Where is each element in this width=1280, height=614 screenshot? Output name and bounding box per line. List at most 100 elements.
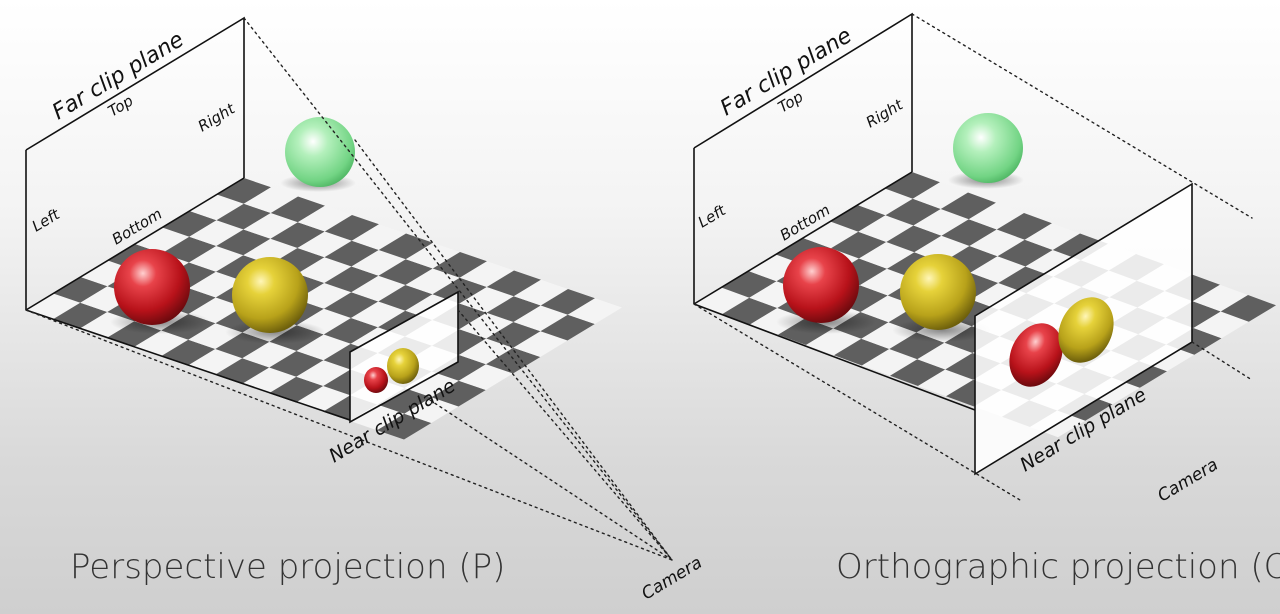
- red-sphere: [114, 249, 190, 325]
- checker-tile: [269, 351, 324, 377]
- checker-tile: [859, 242, 915, 269]
- checker-tile: [216, 229, 271, 256]
- checker-tile: [969, 229, 1025, 257]
- checker-tile: [459, 338, 514, 365]
- checker-tile: [324, 292, 379, 318]
- checker-tile: [513, 331, 568, 357]
- orthographic-spheres: [776, 113, 1024, 342]
- checker-tile: [459, 261, 514, 287]
- checker-tile: [269, 376, 324, 403]
- red-sphere: [783, 247, 859, 323]
- checker-tile: [913, 209, 969, 236]
- checker-tile: [243, 238, 298, 265]
- far-bottom-edge: [25, 177, 245, 311]
- orthographic-parallel-rays: [693, 13, 1253, 501]
- yellow-sphere-shadow: [892, 318, 992, 342]
- checker-tile: [296, 334, 351, 361]
- checker-tile: [297, 257, 352, 283]
- perspective-left-label: Left: [29, 205, 64, 236]
- orthographic-camera-label: Camera: [1154, 455, 1221, 507]
- checker-tile: [135, 227, 190, 254]
- side-bottom-edge: [25, 309, 351, 421]
- checker-tile: [351, 224, 406, 250]
- checker-tile: [405, 242, 460, 269]
- checker-tile: [189, 194, 244, 221]
- checker-tile: [324, 215, 379, 241]
- checker-tile: [540, 289, 595, 315]
- checker-tile: [886, 225, 942, 253]
- checker-tile: [486, 270, 541, 297]
- checker-tile: [378, 285, 433, 311]
- checker-tile: [858, 215, 914, 242]
- orthographic-left-label: Left: [695, 201, 730, 232]
- checker-tile: [432, 252, 487, 278]
- checker-tile: [378, 259, 433, 285]
- checker-tile: [216, 203, 271, 230]
- checker-tile: [162, 211, 217, 237]
- checker-tile: [188, 271, 243, 298]
- checker-tile: [940, 192, 996, 220]
- checker-tile: [431, 380, 486, 407]
- checker-tile: [567, 298, 622, 324]
- checker-tile: [188, 349, 243, 375]
- checker-tile: [431, 355, 486, 381]
- checker-tile: [885, 198, 941, 226]
- checker-tile: [912, 182, 968, 209]
- projected-yellow-sphere: [1058, 297, 1114, 363]
- checker-tile: [405, 268, 460, 295]
- checker-tile: [377, 388, 432, 414]
- checker-tile: [996, 213, 1052, 240]
- checker-tile: [296, 386, 351, 412]
- checker-tile: [242, 341, 297, 368]
- checker-tile: [215, 358, 270, 384]
- checker-tile: [404, 397, 459, 423]
- checker-tile: [350, 404, 405, 431]
- green-sphere: [953, 113, 1023, 183]
- checker-tile: [351, 275, 406, 302]
- checker-tile: [884, 172, 940, 199]
- checker-tile: [857, 188, 913, 216]
- checker-tile: [917, 342, 973, 370]
- checker-tile: [189, 220, 244, 246]
- perspective-spheres: [110, 117, 356, 344]
- checker-tile: [459, 287, 514, 313]
- checker-tile: [324, 240, 379, 267]
- side-bottom-edge: [693, 303, 976, 411]
- checker-tile: [323, 318, 378, 344]
- perspective-checkerboard-floor: [26, 178, 622, 440]
- green-sphere: [285, 117, 355, 187]
- checker-tile: [297, 231, 352, 258]
- checker-tile: [324, 266, 379, 293]
- checker-tile: [890, 359, 946, 386]
- checker-tile: [458, 364, 513, 390]
- checker-tile: [540, 314, 595, 341]
- checker-tile: [404, 371, 459, 398]
- checker-tile: [1192, 284, 1248, 312]
- projected-yellow-sphere: [387, 348, 419, 384]
- checker-tile: [296, 360, 351, 386]
- checker-tile: [830, 205, 886, 232]
- checker-tile: [968, 202, 1024, 230]
- checker-tile: [297, 205, 352, 232]
- checker-tile: [831, 231, 887, 259]
- checker-tile: [297, 283, 352, 309]
- checker-tile: [161, 339, 216, 366]
- perspective-caption: Perspective projection (P): [70, 547, 505, 587]
- perspective-panel: Far clip plane Top Right Left Bottom Nea…: [25, 16, 706, 604]
- checker-tile: [243, 187, 298, 213]
- checker-tile: [243, 213, 298, 239]
- checker-tile: [834, 338, 890, 366]
- yellow-sphere: [232, 257, 308, 333]
- checker-tile: [486, 322, 541, 348]
- checker-tile: [162, 236, 217, 263]
- checker-tile: [1052, 233, 1108, 261]
- checker-tile: [1193, 311, 1249, 339]
- checker-tile: [997, 239, 1053, 267]
- checker-tile: [242, 367, 297, 394]
- checker-tile: [803, 221, 859, 249]
- checker-tile: [377, 413, 432, 440]
- perspective-right-label: Right: [195, 99, 239, 135]
- checker-tile: [486, 347, 541, 374]
